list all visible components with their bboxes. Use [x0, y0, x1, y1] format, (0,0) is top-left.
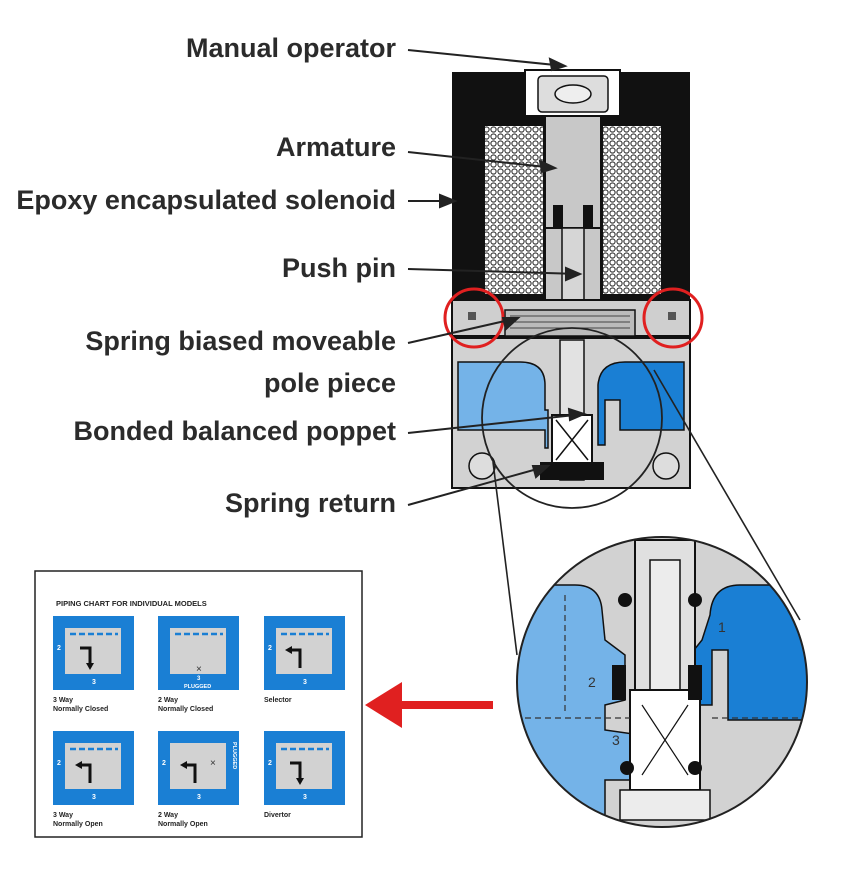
- cell5-plugged: PLUGGED: [231, 742, 237, 769]
- port-2-passage: [457, 361, 549, 449]
- cell4-name1: 3 Way: [53, 812, 73, 819]
- highlight-circle-right: [642, 287, 704, 349]
- magnifier-line-right: [653, 369, 801, 621]
- cell4-port-3: 3: [92, 794, 96, 801]
- chart-cell-2way-nc: × 3 PLUGGED 2 Way Normally Closed: [158, 616, 239, 713]
- cell6-name1: Divertor: [264, 812, 291, 819]
- label-armature: Armature: [276, 132, 396, 162]
- chart-cell-2way-no: × 2 3 PLUGGED 2 Way Normally Open: [158, 731, 239, 828]
- chart-cell-3way-nc: 2 3 3 Way Normally Closed: [53, 616, 134, 713]
- label-spring-biased-2: pole piece: [264, 368, 396, 398]
- zoom-port-2-label: 2: [588, 674, 596, 690]
- label-epoxy-solenoid: Epoxy encapsulated solenoid: [16, 185, 396, 215]
- cell1-name2: Normally Closed: [53, 706, 108, 713]
- label-push-pin: Push pin: [282, 253, 396, 283]
- zoom-port-1-label: 1: [718, 619, 726, 635]
- cell4-port-2: 2: [57, 760, 61, 767]
- label-spring-return: Spring return: [225, 488, 396, 518]
- piping-chart: PIPING CHART FOR INDIVIDUAL MODELS 2 3 3…: [34, 570, 363, 838]
- label-manual-operator: Manual operator: [186, 33, 397, 63]
- cell3-name1: Selector: [264, 697, 292, 704]
- cell1-port-2: 2: [57, 645, 61, 652]
- magnifier-line-left: [492, 461, 518, 656]
- zoom-detail: 2 1 3: [516, 536, 808, 828]
- chart-cell-3way-no: 2 3 3 Way Normally Open: [53, 731, 134, 828]
- coil-left: [485, 126, 543, 294]
- cell5-port-3: 3: [197, 794, 201, 801]
- spring-return: [540, 462, 604, 480]
- magnifier-source-circle: [481, 327, 663, 509]
- armature: [544, 115, 602, 317]
- zoom-port-1: [689, 584, 807, 721]
- chart-cell-selector: 2 3 Selector: [264, 616, 345, 704]
- cell1-name1: 3 Way: [53, 697, 73, 704]
- cell5-port-2: 2: [162, 760, 166, 767]
- cell2-x: ×: [196, 664, 202, 675]
- cell2-name2: Normally Closed: [158, 706, 213, 713]
- cell2-plugged: PLUGGED: [184, 684, 211, 690]
- cell5-x: ×: [210, 758, 216, 769]
- label-bonded-poppet: Bonded balanced poppet: [73, 416, 396, 446]
- pole-piece: [451, 299, 691, 337]
- cell3-port-3: 3: [303, 679, 307, 686]
- cell2-name1: 2 Way: [158, 697, 178, 704]
- label-spring-biased-1: Spring biased moveable: [85, 326, 396, 356]
- cell4-name2: Normally Open: [53, 821, 103, 828]
- leader-lines: [407, 49, 587, 506]
- manual-operator: [524, 69, 621, 117]
- red-arrow: [365, 682, 493, 728]
- cell1-port-3: 3: [92, 679, 96, 686]
- cell5-name1: 2 Way: [158, 812, 178, 819]
- cell6-port-2: 2: [268, 760, 272, 767]
- zoom-port-3-label: 3: [612, 732, 620, 748]
- cell5-name2: Normally Open: [158, 821, 208, 828]
- cell2-port-3: 3: [197, 676, 201, 682]
- piping-chart-title: PIPING CHART FOR INDIVIDUAL MODELS: [56, 599, 207, 608]
- cell3-port-2: 2: [268, 645, 272, 652]
- coil-right: [603, 126, 661, 294]
- cell6-port-3: 3: [303, 794, 307, 801]
- chart-cell-divertor: 2 3 Divertor: [264, 731, 345, 819]
